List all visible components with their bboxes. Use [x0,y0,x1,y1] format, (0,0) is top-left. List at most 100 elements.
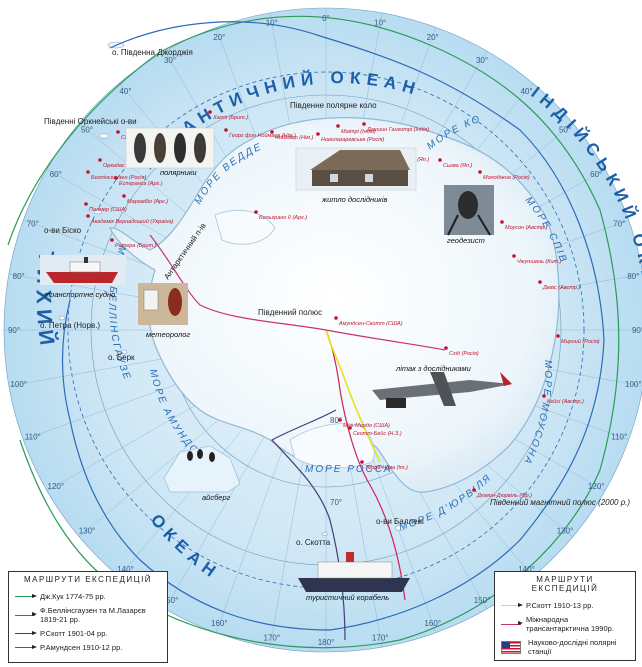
photo-explorers-home [295,147,417,191]
legend-label: Міжнародна трансантарктична 1990р. [526,615,614,633]
station-marker [98,158,102,162]
legend-line-scott1910 [501,602,523,607]
station-marker [254,210,258,214]
legend-line-bellingshausen [15,612,37,616]
degree-label: 110° [611,433,627,442]
station-label: Георг фон Ноймаєр (Нім.) [229,132,296,139]
degree-label: 100° [625,380,642,389]
station-marker [336,124,340,128]
place-balleny: о-ви Баллені [376,517,424,526]
place-biscoe: о-ви Біско [44,226,82,235]
legend-right: МАРШРУТИ ЕКСПЕДИЦІЙ Р.Скотт 1910-13 рр. … [494,571,636,661]
station-label: Амундсен-Скотт (США) [338,321,403,327]
expedition-routes [7,15,620,649]
photo-geodesist [444,185,494,236]
legend-item: Р.Амундсен 1910-12 рр. [15,643,161,652]
station-marker [556,334,560,338]
legend-item: Ф.Беллінсгаузен та М.Лазарєв 1819-21 рр. [15,606,161,624]
station-label: Марамбіо (Арг.) [127,199,168,205]
station-marker [84,202,88,206]
degree-label: 70° [613,219,625,228]
degree-label: 170° [372,633,389,642]
station-marker [362,122,366,126]
caption-tourist-ship: туристичний корабель [306,593,389,602]
station-label: Сьова (Яп.) [443,163,472,169]
route-cook [7,15,620,649]
legend-item: Міжнародна трансантарктична 1990р. [501,615,629,633]
degree-label: 120° [588,482,605,491]
degree-label: 170° [264,633,281,642]
station-marker [116,130,120,134]
photo-tourist-ship [298,552,410,592]
station-label: Ноймаєр (Нім.) [275,134,314,141]
station-label: Есперанса (Арг.) [119,181,163,187]
station-marker [270,130,274,134]
lat-label-80: 80° [330,416,342,425]
station-label: Палмер (США) [89,207,127,213]
station-label: Дюмон-Дюрвіль (Фр.) [476,493,532,499]
place-peter: о. Петра (Норв.) [40,321,100,330]
degree-label: 40° [119,87,131,96]
station-label: Академік Вернадський (Україна) [90,218,174,225]
caption-explorers-home: житло дослідників [321,195,388,204]
station-marker [316,132,320,136]
station-label: Беллінсгаузен (Росія) [91,175,146,181]
station-marker [438,158,442,162]
degree-label: 160° [211,619,228,628]
degree-label: 50° [559,126,571,135]
station-layer: Сігні (Брит.)Оркадас (Арг.)Беллінсгаузен… [84,110,600,499]
degree-label: 140° [117,565,134,574]
legend-label: Ф.Беллінсгаузен та М.Лазарєв 1819-21 рр. [40,606,146,624]
degree-label: 10° [374,19,386,28]
place-south-georgia: о. Південна Джорджія [112,48,193,57]
degree-label: 60° [590,170,602,179]
photo-polar-explorers [125,127,215,169]
legend-label: Науково-дослідні полярні станції [528,638,617,656]
route-scott1910 [325,329,381,463]
caption-polar-explorers: полярники [160,168,197,177]
legend-label: Дж.Кук 1774-75 рр. [40,592,106,601]
flag-icon [501,640,521,654]
station-label: Мак-Мердо (США) [343,423,390,429]
degree-label: 40° [520,87,532,96]
degree-label: 0° [322,14,330,23]
place-magnetic-pole: Південний магнітний полюс (2000 р.) [490,498,630,507]
station-marker [224,128,228,132]
caption-plane: літак з дослідниками [395,364,472,373]
station-marker [500,220,504,224]
photo-meteorologist [138,283,188,325]
station-label: Моусон (Австр.) [505,225,548,231]
degree-label: 110° [25,433,41,442]
photo-transport-ship [40,255,126,285]
station-marker [208,110,212,114]
station-marker [114,176,118,180]
legend-left-title: МАРШРУТИ ЕКСПЕДИЦІЙ [23,575,153,584]
degree-label: 130° [79,527,96,536]
caption-iceberg: айсберг [202,493,231,502]
degree-label: 80° [627,272,639,281]
legend-label: Р.Амундсен 1910-12 рр. [40,643,123,652]
legend-item: Дж.Кук 1774-75 рр. [15,592,161,601]
station-label: Девіс (Австр.) [542,285,580,291]
degree-label: 30° [476,56,488,65]
station-marker [338,418,342,422]
station-marker [472,488,476,492]
station-label: Новолазаревська (Росія) [321,137,384,143]
legend-item: Науково-дослідні полярні станції [501,638,629,656]
station-label: Чжуншань (Кит.) [517,259,562,265]
legend-label: Р.Скотт 1910-13 рр. [526,601,594,610]
lat-label-70: 70° [330,498,342,507]
polar-circle [67,71,585,589]
caption-meteorologist: метеоролог [146,330,190,339]
station-marker [538,280,542,284]
degree-label: 90° [632,326,642,335]
degree-label: 70° [27,219,39,228]
station-marker [86,170,90,174]
degree-labels: 0°10°20°30°40°50°60°70°80°90°100°110°120… [8,14,642,647]
legend-label: Р.Скотт 1901-04 рр. [40,629,108,638]
station-marker [110,238,114,242]
station-label: Бельграно ІІ (Арг.) [259,215,307,221]
route-bellingshausen [61,21,605,631]
degree-label: 50° [81,126,93,135]
